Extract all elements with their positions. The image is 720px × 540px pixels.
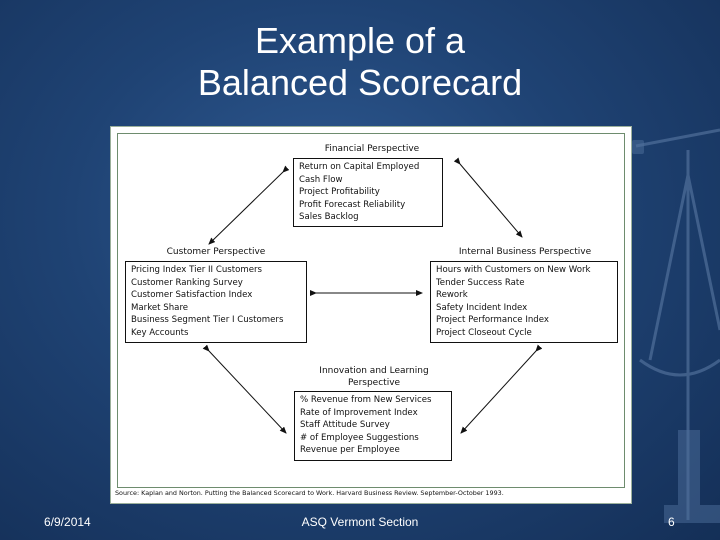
innovation-item: Revenue per Employee <box>300 444 446 457</box>
customer-item: Business Segment Tier I Customers <box>131 314 301 327</box>
innovation-heading-line-1: Innovation and Learning <box>294 365 454 377</box>
arrow-internal-innovation <box>461 351 536 433</box>
innovation-item: # of Employee Suggestions <box>300 432 446 445</box>
innovation-item: % Revenue from New Services <box>300 394 446 407</box>
financial-item: Return on Capital Employed <box>299 161 437 174</box>
internal-perspective-heading: Internal Business Perspective <box>439 246 611 258</box>
internal-perspective-box: Hours with Customers on New Work Tender … <box>430 261 618 343</box>
internal-item: Project Closeout Cycle <box>436 327 612 340</box>
title-line-2: Balanced Scorecard <box>0 62 720 104</box>
arrow-customer-innovation <box>209 351 286 433</box>
financial-perspective-heading: Financial Perspective <box>297 143 447 155</box>
customer-perspective-box: Pricing Index Tier II Customers Customer… <box>125 261 307 343</box>
innovation-heading-line-2: Perspective <box>294 377 454 389</box>
footer-page-number: 6 <box>668 515 675 529</box>
customer-item: Key Accounts <box>131 327 301 340</box>
arrow-financial-customer <box>209 172 283 244</box>
footer-organization: ASQ Vermont Section <box>0 515 720 529</box>
innovation-perspective-heading: Innovation and Learning Perspective <box>294 365 454 389</box>
customer-item: Customer Satisfaction Index <box>131 289 301 302</box>
financial-perspective-box: Return on Capital Employed Cash Flow Pro… <box>293 158 443 227</box>
scorecard-figure: Financial Perspective Return on Capital … <box>110 126 632 504</box>
arrow-financial-internal <box>460 164 522 237</box>
innovation-item: Rate of Improvement Index <box>300 407 446 420</box>
internal-item: Tender Success Rate <box>436 277 612 290</box>
financial-item: Sales Backlog <box>299 211 437 224</box>
internal-item: Project Performance Index <box>436 314 612 327</box>
customer-item: Customer Ranking Survey <box>131 277 301 290</box>
customer-item: Pricing Index Tier II Customers <box>131 264 301 277</box>
customer-perspective-heading: Customer Perspective <box>141 246 291 258</box>
customer-item: Market Share <box>131 302 301 315</box>
innovation-item: Staff Attitude Survey <box>300 419 446 432</box>
financial-item: Project Profitability <box>299 186 437 199</box>
internal-item: Safety Incident Index <box>436 302 612 315</box>
financial-item: Profit Forecast Reliability <box>299 199 437 212</box>
title-line-1: Example of a <box>0 20 720 62</box>
internal-item: Hours with Customers on New Work <box>436 264 612 277</box>
slide-title: Example of a Balanced Scorecard <box>0 20 720 104</box>
innovation-perspective-box: % Revenue from New Services Rate of Impr… <box>294 391 452 461</box>
financial-item: Cash Flow <box>299 174 437 187</box>
internal-item: Rework <box>436 289 612 302</box>
source-citation: Source: Kaplan and Norton. Putting the B… <box>115 489 629 497</box>
